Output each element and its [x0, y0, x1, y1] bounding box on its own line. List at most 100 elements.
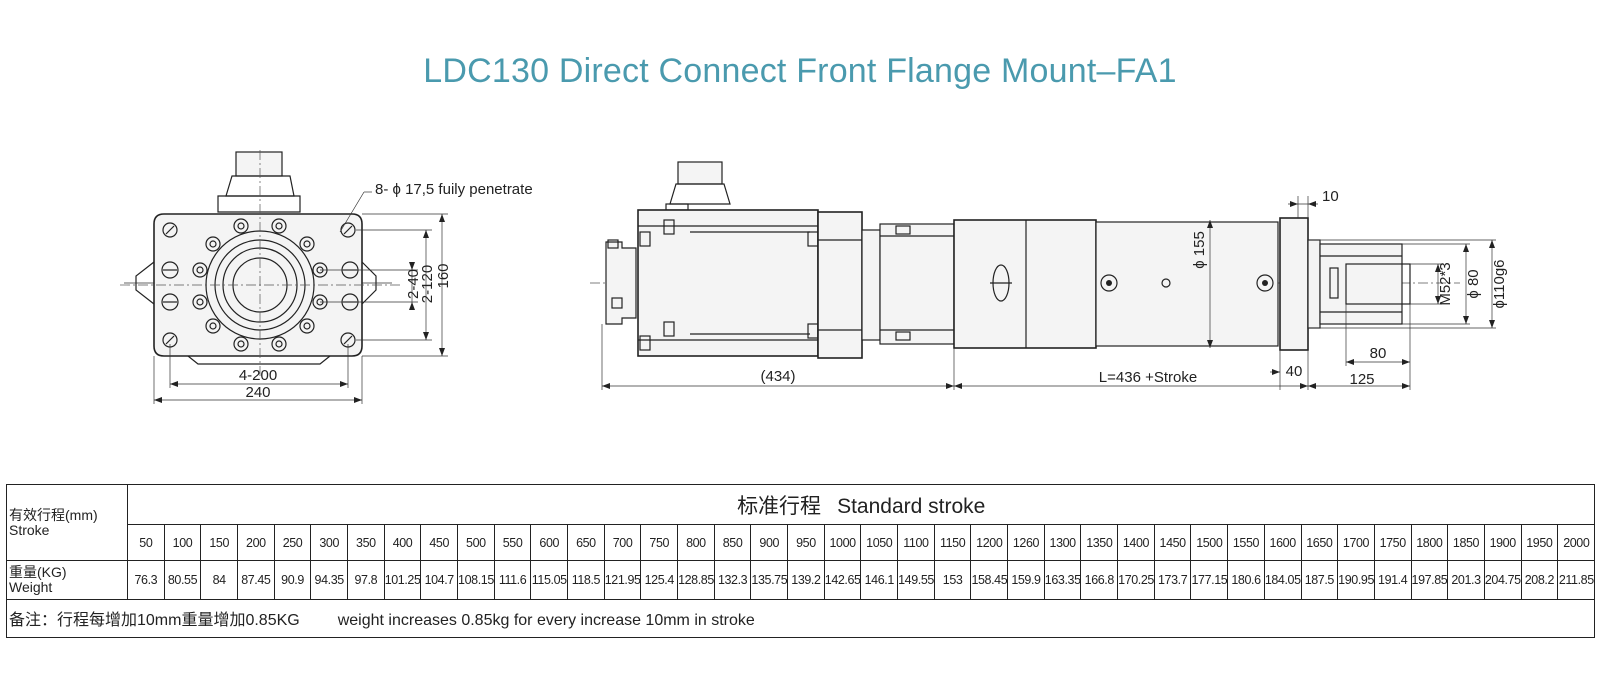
stroke-value-cell: 1100 [897, 524, 935, 562]
dim-2-40: 2-40 [405, 269, 422, 299]
weight-value-cell: 76.3 [127, 560, 165, 600]
stroke-value-cell: 50 [127, 524, 165, 562]
weight-value-cell: 101.25 [383, 560, 422, 600]
stroke-value-cell: 150 [200, 524, 239, 562]
weight-value-cell: 191.4 [1373, 560, 1412, 600]
weight-value-cell: 111.6 [493, 560, 532, 600]
weight-value-cell: 180.6 [1227, 560, 1265, 600]
front-connector-box [235, 151, 283, 177]
stroke-value-cell: 1450 [1153, 524, 1192, 562]
weight-label-en: Weight [9, 579, 53, 596]
stroke-value-cell: 300 [310, 524, 349, 562]
weight-value-cell: 121.95 [603, 560, 642, 600]
weight-value-cell: 201.3 [1447, 560, 1485, 600]
weight-value-cell: 118.5 [567, 560, 605, 600]
weight-value-cell: 163.35 [1043, 560, 1082, 600]
dim-40: 40 [1286, 363, 1303, 380]
weight-value-cell: 177.15 [1190, 560, 1229, 600]
dim-4-200: 4-200 [239, 367, 277, 384]
motor-flange [817, 211, 863, 359]
stroke-value-cell: 1600 [1263, 524, 1302, 562]
weight-value-cell: 187.5 [1300, 560, 1339, 600]
dim-160: 160 [435, 263, 452, 288]
stroke-value-cell: 1150 [933, 524, 972, 562]
front-vertical-dims [320, 213, 448, 357]
weight-value-cell: 184.05 [1263, 560, 1302, 600]
weight-value-cell: 190.95 [1337, 560, 1375, 600]
weight-label-cell: 重量(KG) Weight [6, 560, 128, 600]
stroke-value-cell: 850 [713, 524, 752, 562]
stroke-value-cell: 1950 [1520, 524, 1559, 562]
stroke-value-cell: 450 [420, 524, 459, 562]
stroke-value-cell: 1500 [1190, 524, 1229, 562]
dim-80: 80 [1370, 345, 1387, 362]
dim-240: 240 [245, 384, 270, 401]
stroke-value-cell: 750 [640, 524, 679, 562]
stroke-value-cell: 200 [237, 524, 275, 562]
weight-value-cell: 135.75 [750, 560, 789, 600]
dim-m52: M52*3 [1437, 262, 1454, 305]
stroke-value-cell: 1260 [1007, 524, 1045, 562]
weight-value-cell: 142.65 [823, 560, 862, 600]
weight-value-cell: 149.55 [897, 560, 935, 600]
weight-label-cn: 重量(KG) [9, 564, 67, 581]
bolt-holes [161, 218, 359, 352]
weight-value-cell: 158.45 [970, 560, 1009, 600]
piston-rod [1319, 243, 1403, 325]
stroke-value-cell: 400 [383, 524, 422, 562]
stroke-value-cell: 1000 [823, 524, 862, 562]
stroke-label-cn: 有效行程(mm) [9, 506, 98, 523]
stroke-value-cell: 1700 [1337, 524, 1375, 562]
stroke-value-cell: 800 [677, 524, 715, 562]
weight-value-cell: 132.3 [713, 560, 752, 600]
stroke-value-cell: 1650 [1300, 524, 1339, 562]
weight-value-cell: 104.7 [420, 560, 459, 600]
weight-value-cell: 94.35 [310, 560, 349, 600]
stroke-value-cell: 900 [750, 524, 789, 562]
dim-body-length: L=436 +Stroke [1099, 369, 1197, 386]
dim-125: 125 [1349, 371, 1374, 388]
stroke-value-cell: 1350 [1080, 524, 1119, 562]
stroke-label-en: Stroke [9, 521, 50, 538]
side-horizontal-dims [601, 304, 1411, 390]
weight-value-cell: 173.7 [1153, 560, 1192, 600]
weight-value-cell: 125.4 [640, 560, 679, 600]
motor-connector [677, 161, 723, 185]
weight-value-cell: 170.25 [1117, 560, 1155, 600]
rod-end-thread [1345, 263, 1411, 305]
weight-value-cell: 90.9 [273, 560, 312, 600]
encoder-cap [605, 241, 637, 325]
weight-value-cell: 108.15 [457, 560, 495, 600]
stroke-value-cell: 1850 [1447, 524, 1485, 562]
stroke-value-cell: 1900 [1483, 524, 1522, 562]
dim-2-120: 2-120 [419, 265, 436, 303]
weight-value-cell: 211.85 [1557, 560, 1596, 600]
side-view: M52*3 ϕ 80 ϕ110g6 ϕ 155 10 (434) L=436 +… [590, 161, 1508, 390]
weight-value-cell: 97.8 [347, 560, 385, 600]
stroke-value-cell: 700 [603, 524, 642, 562]
weight-value-cell: 208.2 [1520, 560, 1559, 600]
stroke-value-cell: 1550 [1227, 524, 1265, 562]
stroke-label-cell: 有效行程(mm) Stroke [6, 483, 128, 562]
stroke-value-cell: 550 [493, 524, 532, 562]
dim-phi110: ϕ110g6 [1491, 260, 1508, 309]
side-vertical-dims [1207, 220, 1496, 348]
weight-value-cell: 166.8 [1080, 560, 1119, 600]
weight-value-cell: 80.55 [163, 560, 202, 600]
weight-value-cell: 159.9 [1007, 560, 1045, 600]
stroke-value-cell: 1300 [1043, 524, 1082, 562]
drawing-title: LDC130 Direct Connect Front Flange Mount… [423, 52, 1177, 90]
weight-value-cell: 204.75 [1483, 560, 1522, 600]
weight-value-cell: 87.45 [237, 560, 275, 600]
dim-434: (434) [760, 368, 795, 385]
standard-stroke-cn: 标准行程 [737, 494, 822, 518]
dim-phi80: ϕ 80 [1465, 269, 1482, 298]
stroke-value-cell: 1400 [1117, 524, 1155, 562]
stroke-value-cell: 350 [347, 524, 385, 562]
weight-value-cell: 139.2 [787, 560, 825, 600]
weight-value-cell: 146.1 [860, 560, 899, 600]
